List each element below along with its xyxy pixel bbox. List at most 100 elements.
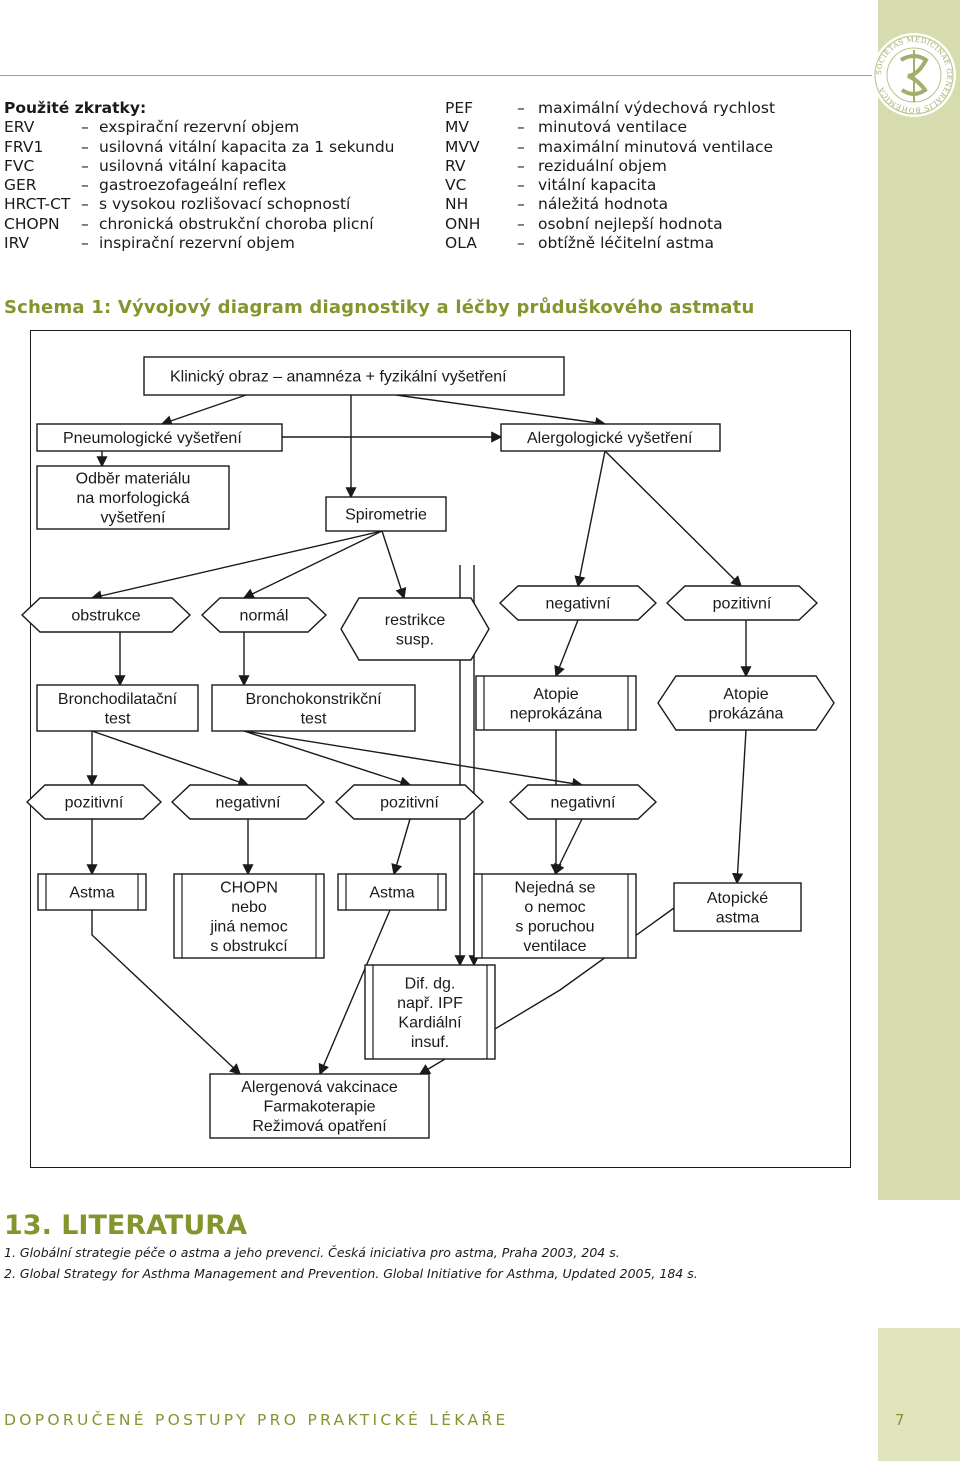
- abbreviation-key: MV: [445, 118, 469, 137]
- page-number: 7: [895, 1411, 905, 1429]
- lecba-box-label: Režimová opatření: [252, 1118, 387, 1135]
- abbreviation-key: ONH: [445, 214, 481, 233]
- abbreviation-row: FVC –usilovná vitální kapacita: [4, 157, 394, 176]
- odber-box-label: na morfologická: [77, 490, 190, 507]
- abbreviation-key: RV: [445, 156, 466, 175]
- abbreviation-meaning: gastroezofageální reflex: [99, 176, 287, 195]
- flow-connector: [604, 450, 742, 587]
- flow-connector: [91, 910, 242, 1075]
- restrikce-box-label: restrikce: [385, 612, 446, 629]
- atopie-neprokazana-box-label: neprokázána: [510, 705, 603, 722]
- abbreviation-dash: –: [81, 118, 89, 137]
- decorative-sidebar: [878, 0, 960, 1200]
- difdg-box-label: např. IPF: [397, 995, 463, 1012]
- flow-connector: [243, 730, 412, 788]
- flow-connector: [91, 730, 250, 788]
- abbreviation-row: MVV–maximální minutová ventilace: [445, 138, 775, 157]
- flow-connector: [391, 818, 411, 876]
- flow-connector: [574, 450, 606, 588]
- nejedna-box-label: o nemoc: [524, 899, 585, 916]
- abbreviation-row: PEF–maximální výdechová rychlost: [445, 99, 775, 118]
- flow-connector: [242, 530, 383, 599]
- atopie-prokazana-box-label: prokázána: [709, 705, 784, 722]
- abbreviation-key: VC: [445, 176, 467, 195]
- bd-pozitivni-box: pozitivní: [25, 784, 163, 820]
- abbreviation-row: HRCT-CT–s vysokou rozlišovací schopností: [4, 195, 394, 214]
- abbreviation-dash: –: [517, 156, 525, 175]
- nejedna-box-label: s poruchou: [515, 918, 594, 935]
- atopie-prokazana-box: Atopie prokázána: [657, 675, 835, 731]
- abbreviation-key: HRCT-CT: [4, 195, 71, 214]
- abbreviation-row: MV –minutová ventilace: [445, 118, 775, 137]
- chopn-box-label: jiná nemoc: [209, 918, 287, 935]
- spirometrie-box-label: Spirometrie: [345, 507, 427, 524]
- spirometrie-box: Spirometrie: [325, 496, 447, 532]
- flow-connector: [554, 818, 583, 876]
- decorative-sidebar-bottom: [878, 1328, 960, 1461]
- abbreviation-key: FRV1: [4, 137, 44, 156]
- pneumo-box-label: Pneumologické vyšetření: [63, 430, 242, 447]
- abbreviation-key: GER: [4, 176, 37, 195]
- abbreviation-meaning: osobní nejlepší hodnota: [538, 214, 723, 233]
- difdg-box-label: insuf.: [411, 1034, 449, 1051]
- lecba-box-label: Alergenová vakcinace: [241, 1079, 398, 1096]
- literature-title: 13. LITERATURA: [4, 1210, 247, 1241]
- abbreviation-dash: –: [81, 176, 89, 195]
- abbreviation-meaning: vitální kapacita: [538, 176, 657, 195]
- abbreviation-dash: –: [517, 176, 525, 195]
- lecba-box-label: Farmakoterapie: [263, 1099, 375, 1116]
- abbreviation-row: NH–náležitá hodnota: [445, 195, 775, 214]
- abbreviation-row: CHOPN–chronická obstrukční choroba plicn…: [4, 215, 394, 234]
- flow-connector: [90, 530, 383, 602]
- abbreviation-dash: –: [517, 118, 525, 137]
- alergo-pozitivni-box-label: pozitivní: [713, 596, 772, 613]
- abbreviation-meaning: reziduální objem: [538, 156, 667, 175]
- alergo-box: Alergologické vyšetření: [500, 423, 721, 452]
- normal-box-label: normál: [240, 608, 289, 625]
- bd-negativni-box: negativní: [170, 784, 326, 820]
- flow-connector: [731, 729, 747, 885]
- abbreviation-dash: –: [81, 234, 89, 253]
- abbreviation-key: MVV: [445, 137, 480, 156]
- abbreviation-dash: –: [81, 156, 89, 175]
- bk-pozitivni-box: pozitivní: [334, 784, 485, 820]
- bronchokonstrikcni-box: Bronchokonstrikční test: [211, 684, 416, 732]
- header-rule: [0, 75, 880, 76]
- klinicky-box: Klinický obraz – anamnéza + fyzikální vy…: [143, 356, 565, 396]
- bronchokonstrikcni-box-label: test: [301, 710, 327, 727]
- obstrukce-box-label: obstrukce: [71, 608, 140, 625]
- restrikce-box-label: susp.: [396, 631, 434, 648]
- abbreviation-meaning: usilovná vitální kapacita: [99, 156, 287, 175]
- abbreviation-row: GER –gastroezofageální reflex: [4, 176, 394, 195]
- odber-box-label: vyšetření: [101, 510, 166, 527]
- abbreviation-key: ERV: [4, 118, 35, 137]
- abbreviation-key: CHOPN: [4, 214, 60, 233]
- atopie-prokazana-box-label: Atopie: [723, 686, 768, 703]
- abbreviation-dash: –: [517, 214, 525, 233]
- abbreviation-row: IRV–inspirační rezervní objem: [4, 234, 394, 253]
- abbreviation-row: ONH –osobní nejlepší hodnota: [445, 215, 775, 234]
- abbreviation-key: OLA: [445, 234, 477, 253]
- lecba-box: Alergenová vakcinaceFarmakoterapieRežimo…: [209, 1073, 430, 1139]
- abbreviation-key: NH: [445, 195, 469, 214]
- atopicke-box-label: Atopické: [707, 890, 768, 907]
- abbreviation-key: IRV: [4, 234, 30, 253]
- abbreviation-dash: –: [517, 137, 525, 156]
- bd-pozitivni-box-label: pozitivní: [65, 795, 124, 812]
- abbreviation-meaning: minutová ventilace: [538, 118, 687, 137]
- chopn-box-label: nebo: [231, 899, 267, 916]
- abbreviation-row: VC –vitální kapacita: [445, 176, 775, 195]
- footer-title: DOPORUČENÉ POSTUPY PRO PRAKTICKÉ LÉKAŘE: [4, 1411, 509, 1429]
- bronchokonstrikcni-box-label: Bronchokonstrikční: [245, 691, 382, 708]
- klinicky-box-label: Klinický obraz – anamnéza + fyzikální vy…: [170, 369, 507, 386]
- flow-connector: [243, 730, 584, 789]
- difdg-box-label: Kardiální: [398, 1014, 462, 1031]
- bk-pozitivni-box-label: pozitivní: [380, 795, 439, 812]
- difdg-box-label: Dif. dg.: [405, 975, 456, 992]
- abbreviation-key: FVC: [4, 156, 35, 175]
